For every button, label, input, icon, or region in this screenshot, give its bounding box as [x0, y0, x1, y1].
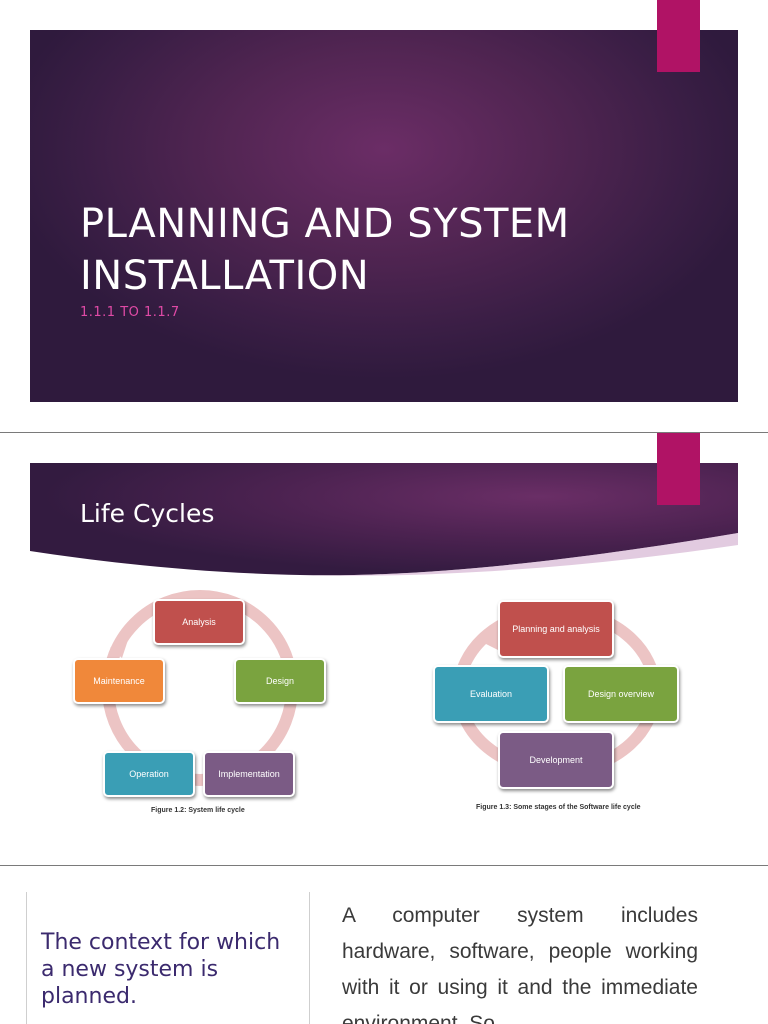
- accent-tab: [657, 0, 700, 72]
- slide-heading: Life Cycles: [80, 499, 215, 528]
- title-slide-background: [30, 30, 738, 402]
- software-life-cycle-diagram: Planning and analysis Design overview De…: [430, 593, 690, 823]
- node-maintenance: Maintenance: [73, 658, 165, 704]
- node-design-overview: Design overview: [563, 665, 679, 723]
- context-body-text: A computer system includes hardware, sof…: [342, 904, 698, 1024]
- node-analysis: Analysis: [153, 599, 245, 645]
- title-slide: PLANNING AND SYSTEM INSTALLATION 1.1.1 T…: [0, 0, 768, 432]
- header-band: [30, 463, 738, 576]
- node-evaluation: Evaluation: [433, 665, 549, 723]
- context-slide: The context for which a new system is pl…: [0, 866, 768, 1024]
- center-rule: [309, 892, 310, 1024]
- figure-caption: Figure 1.2: System life cycle: [151, 807, 245, 814]
- context-heading: The context for which a new system is pl…: [41, 930, 281, 1009]
- slide-title-line1: PLANNING AND SYSTEM: [80, 201, 570, 247]
- figure-caption: Figure 1.3: Some stages of the Software …: [476, 804, 641, 811]
- slide-title: PLANNING AND SYSTEM INSTALLATION: [80, 198, 680, 302]
- accent-tab: [657, 433, 700, 505]
- slide-divider: [0, 865, 768, 866]
- slide-divider: [0, 432, 768, 433]
- left-rule: [26, 892, 27, 1024]
- node-operation: Operation: [103, 751, 195, 797]
- node-implementation: Implementation: [203, 751, 295, 797]
- node-design: Design: [234, 658, 326, 704]
- slide-subtitle: 1.1.1 TO 1.1.7: [80, 305, 180, 320]
- system-life-cycle-diagram: Analysis Design Implementation Operation…: [60, 588, 360, 823]
- node-development: Development: [498, 731, 614, 789]
- slide-title-line2: INSTALLATION: [80, 253, 370, 299]
- node-planning-and-analysis: Planning and analysis: [498, 600, 614, 658]
- life-cycles-slide: Life Cycles Analysis Design Implementati…: [0, 433, 768, 865]
